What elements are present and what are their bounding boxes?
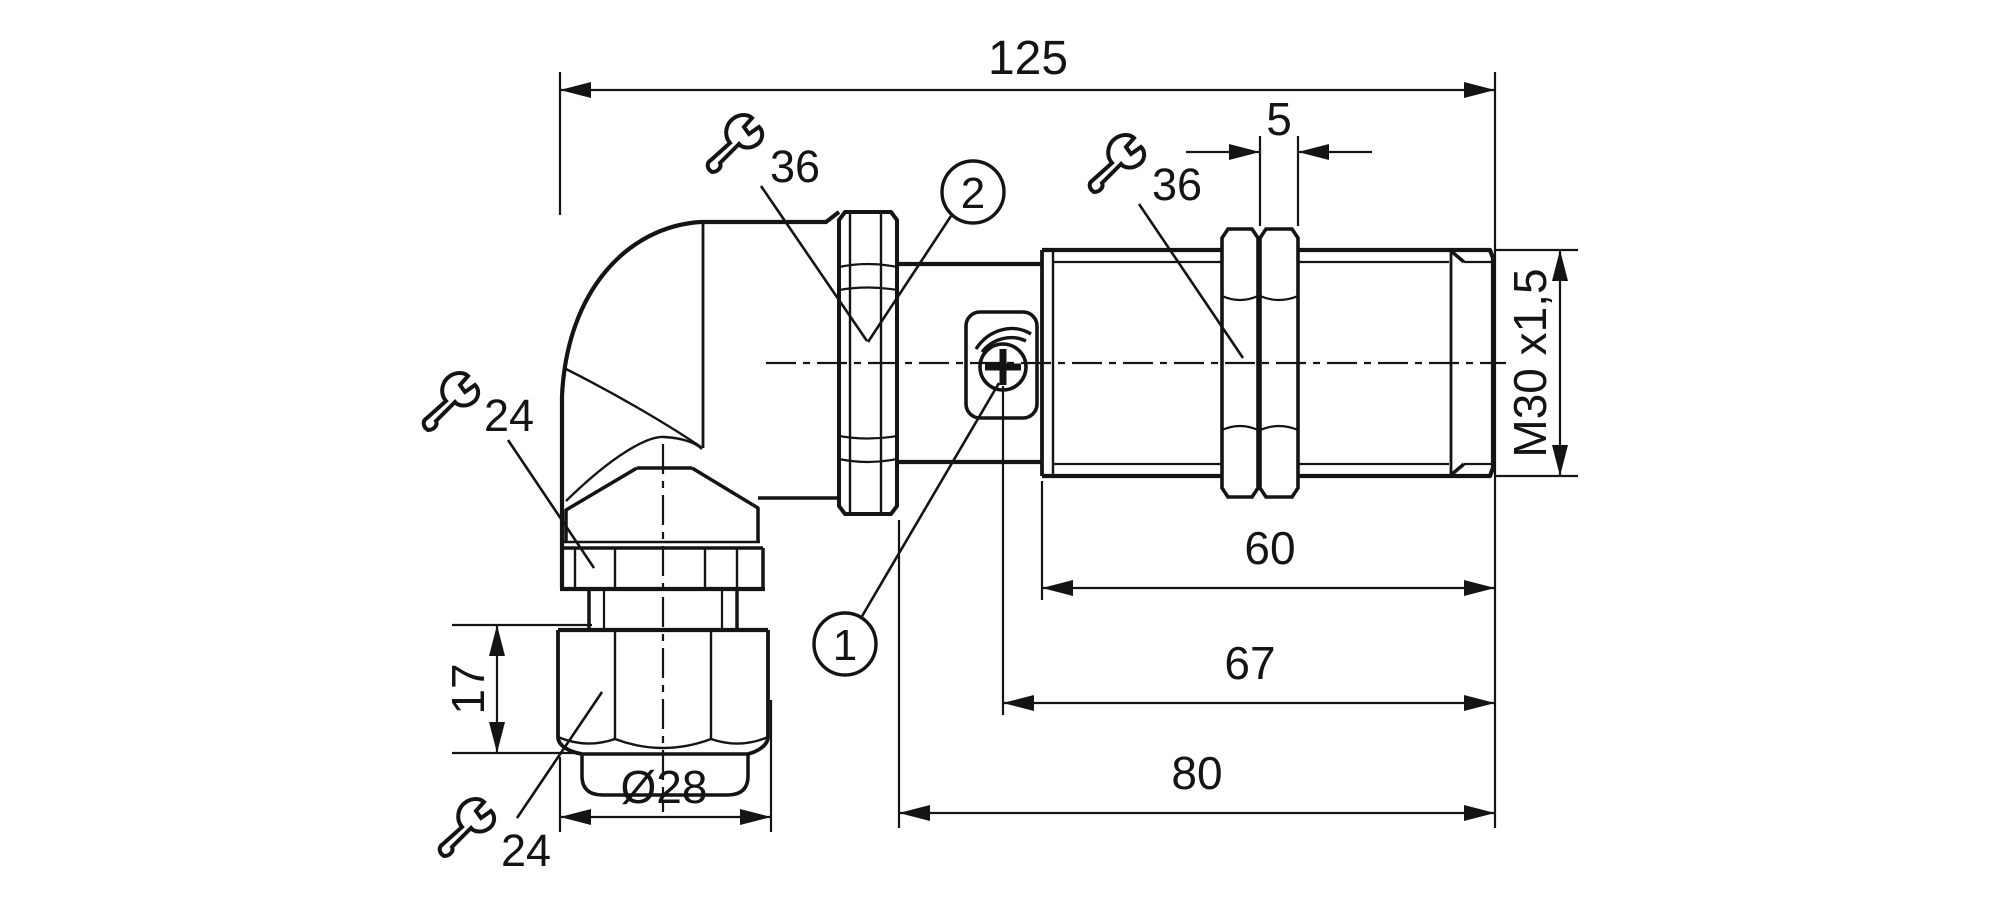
balloon-1: 1 <box>812 382 1001 677</box>
elbow-blend-curve <box>565 435 703 502</box>
wrench-callout-24-gland-body: 24 <box>421 371 596 569</box>
lock-nut-2-waist <box>1259 294 1299 432</box>
wrench-icon <box>437 797 497 858</box>
wrench-icon <box>705 113 765 174</box>
wrench-icon <box>1087 133 1147 194</box>
arrowheads-5 <box>1229 144 1329 160</box>
dim-label-125: 125 <box>988 32 1068 85</box>
dim-label-80: 80 <box>1171 747 1222 799</box>
gland-neck-inner <box>602 589 724 628</box>
cap-nut-left <box>556 630 583 756</box>
dimension-17: 17 <box>442 623 592 755</box>
dim-label-m30: M30 x1,5 <box>1504 268 1556 457</box>
thread-runout-chamfers <box>1449 249 1466 477</box>
balloon-label: 2 <box>961 169 985 218</box>
led-indicator <box>964 310 1039 420</box>
dim-label-17: 17 <box>442 663 494 714</box>
centerlines <box>661 361 1506 812</box>
elbow-housing <box>559 210 841 588</box>
gland-shoulder-right <box>691 466 760 541</box>
dimension-67: 67 <box>1001 386 1495 715</box>
leader-line <box>859 382 1001 619</box>
cap-nut-skirt <box>580 752 750 797</box>
gland-hex-faces <box>573 548 739 588</box>
gland-neck-outer <box>587 589 739 628</box>
extension-lines-m30 <box>1496 248 1578 478</box>
dim-label-60: 60 <box>1244 522 1295 574</box>
dimension-5: 5 <box>1186 93 1372 226</box>
led-arc-inner-icon <box>980 336 1027 354</box>
leader-line <box>866 215 953 343</box>
cap-nut-right <box>747 630 770 756</box>
arrowheads-17 <box>489 625 505 753</box>
elbow-top-edge <box>700 210 841 225</box>
neck-section <box>897 261 1042 465</box>
dim-label-5: 5 <box>1266 93 1292 145</box>
cap-nut-bottom-arcs <box>557 735 769 750</box>
elbow-inner-curve <box>563 366 702 448</box>
elbow-hex-nut-chamfer-arcs <box>838 262 898 464</box>
lock-nut-1-waist <box>1221 294 1259 432</box>
dimension-m30: M30 x1,5 <box>1496 248 1578 478</box>
leader-line <box>759 185 869 342</box>
wrench-icon <box>421 371 481 432</box>
dimension-80: 80 <box>897 520 1495 828</box>
wrench-size-label: 36 <box>770 141 820 192</box>
wrench-callout-36-elbow: 36 <box>705 113 869 342</box>
wrench-size-label: 24 <box>501 825 551 876</box>
gland-shoulder-left <box>564 466 638 541</box>
extension-lines-5 <box>1258 136 1300 226</box>
extension-lines-d28 <box>558 700 773 832</box>
wrench-callout-24-cap-nut: 24 <box>437 691 604 876</box>
leader-line <box>515 691 604 819</box>
dimension-60: 60 <box>1040 481 1495 600</box>
balloon-label: 1 <box>833 621 857 670</box>
wrench-size-label: 36 <box>1152 159 1202 210</box>
led-cross-icon <box>985 349 1021 385</box>
elbow-top-arc <box>559 219 701 397</box>
balloon-2: 2 <box>866 159 1006 343</box>
extension-lines-17 <box>452 623 592 755</box>
leader-line <box>506 439 596 569</box>
led-arc-outer-icon <box>974 326 1032 350</box>
leader-line <box>1137 203 1245 359</box>
balloon-circle <box>940 159 1006 225</box>
dim-label-67: 67 <box>1224 637 1275 689</box>
balloon-circle <box>812 611 878 677</box>
callouts: 36 36 24 24 2 1 <box>421 113 1245 876</box>
extension-lines-125 <box>558 72 1497 828</box>
barrel-bottom <box>1042 467 1495 479</box>
wrench-callout-36-locknuts: 36 <box>1087 133 1245 359</box>
dim-label-d28: Ø28 <box>621 761 708 813</box>
cap-nut-faces <box>613 631 713 739</box>
dimension-d28: Ø28 <box>558 700 773 832</box>
barrel-top <box>1042 247 1495 259</box>
cable-gland <box>556 466 770 797</box>
wrench-size-label: 24 <box>484 390 534 441</box>
